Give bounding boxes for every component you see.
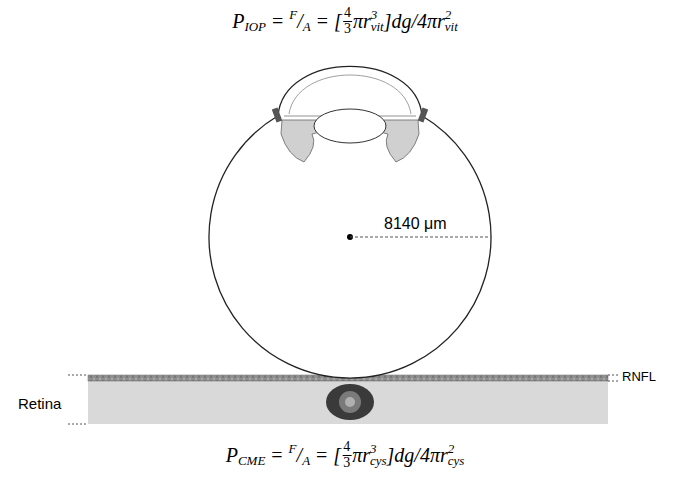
formula-symbol: 4	[342, 440, 351, 456]
cyst-core	[345, 397, 355, 407]
formula-symbol: /	[297, 11, 303, 32]
formula-part: CME	[238, 454, 265, 468]
formula-symbol: P	[232, 11, 244, 32]
formula-symbol: vit	[445, 21, 458, 33]
formula: PIOP=F/A=[43πr3vit]dg/4πr2vit	[232, 6, 458, 36]
formula-symbol: F	[289, 442, 297, 456]
formula-symbol: 4	[343, 6, 352, 22]
formula-symbol: cys	[370, 455, 387, 467]
formula-part: [	[333, 445, 341, 466]
formula-symbol: A	[302, 454, 310, 468]
formula-symbol: A	[303, 20, 311, 34]
formula-part: ]dg/4πr	[384, 11, 445, 32]
layer-label: RNFL	[622, 370, 656, 384]
formula-symbol: =	[271, 445, 282, 466]
formula-symbol: πr	[352, 445, 370, 466]
formula-part: 43	[342, 440, 351, 470]
retina-band	[88, 380, 608, 424]
formula-part: 3cys	[370, 443, 387, 468]
dash-line	[68, 424, 88, 425]
formula-symbol: πr	[353, 11, 371, 32]
formula-symbol: vit	[371, 21, 384, 33]
formula-symbol: ]dg/4πr	[387, 445, 448, 466]
formula-symbol: cys	[448, 455, 465, 467]
dash-line	[608, 375, 618, 376]
formula-part: IOP	[244, 20, 266, 34]
formula-part: =	[271, 445, 282, 466]
formula-symbol: 2	[448, 443, 455, 455]
radius-line	[350, 237, 491, 238]
formula-part: =	[317, 11, 328, 32]
formula-part: P	[226, 445, 238, 466]
formula-symbol: [	[333, 445, 341, 466]
formula-part: πr	[353, 11, 371, 32]
formula-symbol: 2	[445, 9, 452, 21]
formula-symbol: 3	[370, 443, 377, 455]
formula-symbol: P	[226, 445, 238, 466]
formula-part: =	[272, 11, 283, 32]
cyst-inner	[339, 391, 361, 413]
formula-symbol: =	[272, 11, 283, 32]
formula-part: 3vit	[371, 9, 384, 34]
iris	[378, 116, 416, 117]
tissue-label: Retina	[18, 396, 61, 413]
formula-symbol: IOP	[244, 20, 266, 34]
iris	[284, 116, 322, 117]
dimension-label: 8140 μm	[384, 215, 447, 233]
formula: PCME=F/A=[43πr3cys]dg/4πr2cys	[226, 440, 465, 470]
cornea-inner	[289, 75, 411, 114]
formula-part: /	[297, 445, 303, 466]
formula-part: /	[297, 11, 303, 32]
dash-line	[608, 381, 618, 382]
formula-part: [	[334, 11, 342, 32]
cornea	[278, 66, 422, 115]
formula-part: F	[289, 442, 297, 456]
formula-part: F	[289, 8, 297, 22]
formula-symbol: 3	[371, 9, 378, 21]
dash-line	[68, 375, 88, 376]
formula-symbol: F	[289, 8, 297, 22]
formula-symbol: [	[334, 11, 342, 32]
formula-symbol: =	[316, 445, 327, 466]
formula-symbol: ]dg/4πr	[384, 11, 445, 32]
formula-symbol: /	[297, 445, 303, 466]
limbus	[418, 107, 428, 122]
formula-part: A	[302, 454, 310, 468]
cyst	[326, 384, 374, 420]
limbus	[272, 107, 282, 122]
formula-symbol: =	[317, 11, 328, 32]
formula-part: 43	[343, 6, 352, 36]
formula-part: 2vit	[445, 9, 458, 34]
formula-part: 2cys	[448, 443, 465, 468]
globe	[209, 116, 491, 378]
formula-symbol: 3	[342, 456, 351, 471]
formula-part: =	[316, 445, 327, 466]
formula-part: ]dg/4πr	[387, 445, 448, 466]
formula-part: A	[303, 20, 311, 34]
formula-part: P	[232, 11, 244, 32]
formula-symbol: 3	[343, 22, 352, 37]
formula-part: πr	[352, 445, 370, 466]
formula-symbol: CME	[238, 454, 265, 468]
lens	[314, 109, 386, 143]
